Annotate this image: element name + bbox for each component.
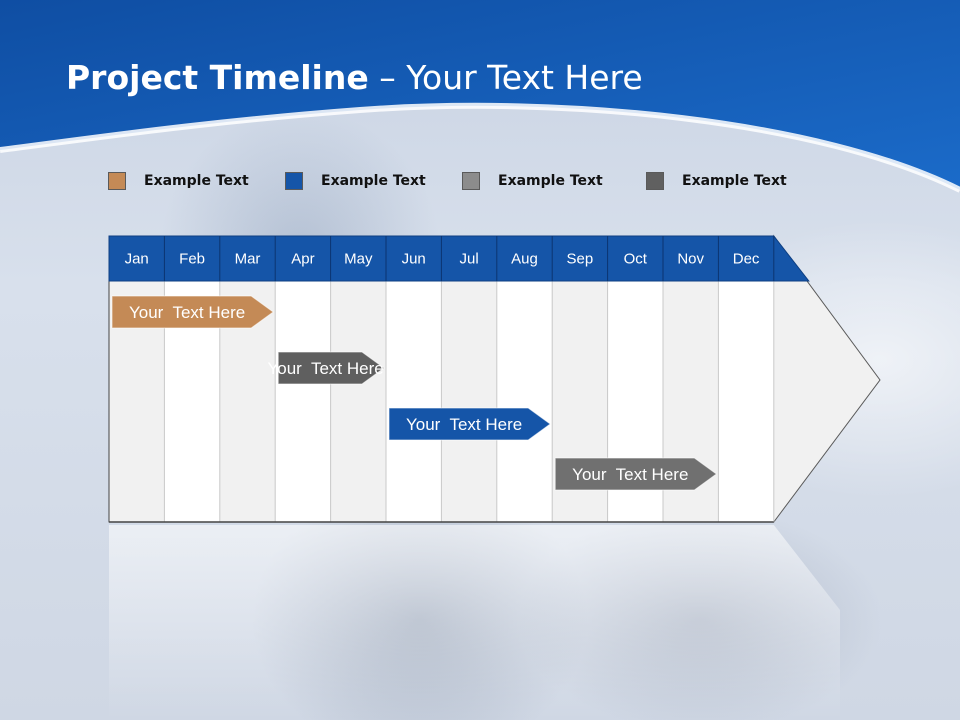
month-label-mar: Mar	[235, 251, 261, 268]
task-bar-3: Your Text Here	[388, 407, 552, 441]
task-bar-2: Your Text Here	[267, 351, 385, 385]
task-arrow-1	[111, 295, 275, 329]
task-bar-4: Your Text Here	[554, 457, 718, 491]
legend-swatch-1	[108, 172, 126, 190]
legend-label-2: Example Text	[321, 173, 426, 189]
task-arrow-2	[277, 351, 385, 385]
month-label-jul: Jul	[460, 251, 479, 268]
legend-label-1: Example Text	[144, 173, 249, 189]
month-label-jun: Jun	[402, 251, 426, 268]
legend-label-4: Example Text	[682, 173, 787, 189]
month-column-dec	[718, 281, 774, 522]
task-label-2: Your Text Here	[267, 359, 383, 378]
month-label-jan: Jan	[125, 251, 149, 268]
legend-item-4: Example Text	[646, 170, 787, 192]
legend-label-3: Example Text	[498, 173, 603, 189]
task-bar-1: Your Text Here	[111, 295, 275, 329]
month-label-aug: Aug	[511, 251, 538, 268]
legend-item-2: Example Text	[285, 170, 426, 192]
title-rest: – Your Text Here	[368, 58, 643, 97]
legend: Example Text Example Text Example Text E…	[0, 170, 960, 194]
month-label-feb: Feb	[179, 251, 205, 268]
legend-item-1: Example Text	[108, 170, 249, 192]
month-label-oct: Oct	[624, 251, 648, 268]
timeline-header	[108, 235, 810, 282]
task-arrow-4	[554, 457, 718, 491]
month-column-jul	[441, 281, 497, 522]
legend-swatch-4	[646, 172, 664, 190]
task-label-1: Your Text Here	[129, 303, 245, 322]
timeline-reflection	[109, 525, 840, 720]
month-label-sep: Sep	[567, 251, 594, 268]
task-label-4: Your Text Here	[572, 465, 688, 484]
month-column-may	[330, 281, 386, 522]
legend-item-3: Example Text	[462, 170, 603, 192]
title-bold: Project Timeline	[66, 58, 369, 97]
month-column-aug	[496, 281, 553, 522]
task-label-3: Your Text Here	[406, 415, 522, 434]
month-column-apr	[275, 281, 331, 522]
timeline-reflection-shape	[109, 525, 840, 720]
month-label-may: May	[344, 251, 373, 268]
month-label-nov: Nov	[677, 251, 704, 268]
page-title: Project Timeline – Your Text Here	[66, 58, 643, 97]
month-labels: Jan Feb Mar Apr May Jun Jul Aug Sep Oct Nov Dec	[125, 251, 760, 268]
legend-swatch-3	[462, 172, 480, 190]
legend-swatch-2	[285, 172, 303, 190]
month-label-apr: Apr	[291, 251, 314, 268]
task-arrow-3	[388, 407, 552, 441]
header-band	[0, 0, 960, 193]
month-column-jun	[386, 281, 442, 522]
month-label-dec: Dec	[733, 251, 760, 268]
